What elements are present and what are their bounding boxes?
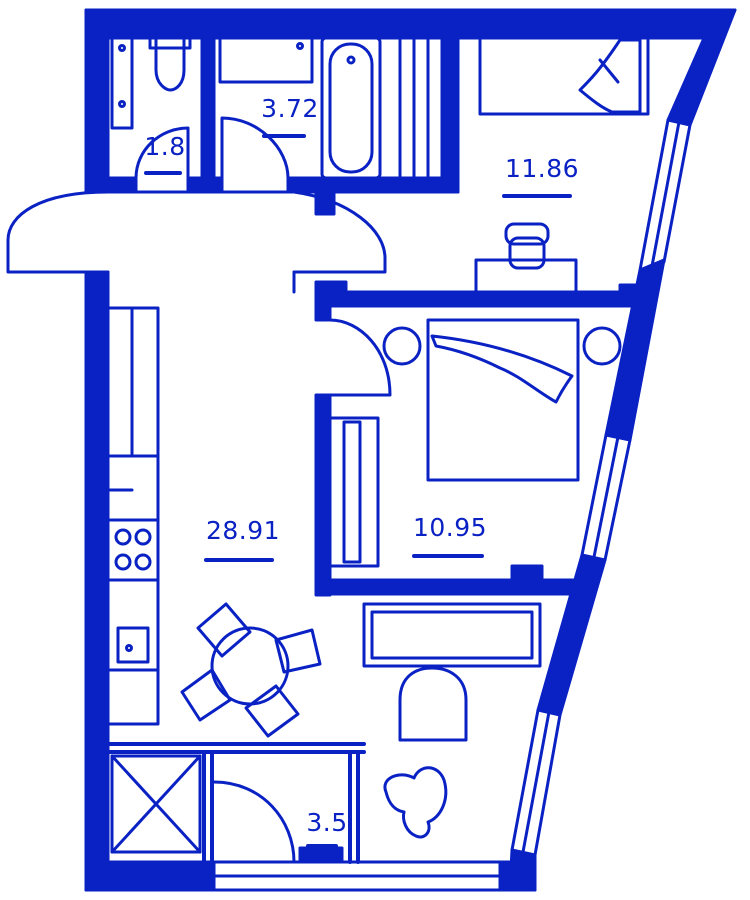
window-study	[638, 118, 692, 272]
area-label-storage: 3.5	[306, 808, 348, 837]
study-bed-blanket	[578, 38, 642, 114]
nightstand-lamp-right	[582, 326, 622, 366]
toilet-bowl	[154, 36, 186, 92]
bath-fixtures	[218, 36, 444, 180]
toilet-cabinet	[110, 36, 134, 130]
area-label-toilet: 1.8	[144, 132, 186, 161]
double-bed	[426, 318, 580, 482]
wardrobe-bath	[398, 36, 444, 180]
sink-cabinet	[218, 36, 314, 84]
window-living	[510, 708, 562, 857]
entry-door-arc	[6, 190, 110, 274]
area-label-bedroom: 10.95	[412, 513, 488, 542]
sink-cabinet-knob	[296, 42, 304, 50]
toilet-fixtures	[110, 36, 192, 130]
left-wall-upper	[84, 8, 110, 194]
study-bed-fold	[598, 58, 620, 84]
hall-door-arc	[292, 190, 387, 274]
coffee-table	[398, 666, 468, 742]
sofa-seat	[370, 610, 534, 660]
storage-divider	[202, 750, 214, 864]
bottom-wall-left	[84, 860, 216, 892]
armchair	[383, 766, 448, 839]
dining-chair	[274, 628, 322, 674]
dining-chair	[180, 668, 232, 722]
storage-bottom-stub	[298, 846, 344, 864]
bath-bottom-wall-right	[286, 176, 460, 194]
shower-tray	[110, 754, 202, 854]
interior-walls	[106, 36, 644, 864]
storage-right-wall	[348, 750, 360, 864]
bedroom-bottom-stub	[510, 564, 544, 596]
bath-bottom-wall-left	[200, 176, 224, 194]
window-bedroom	[580, 433, 632, 562]
study-chair-back	[504, 222, 550, 246]
stove-burner	[134, 528, 152, 546]
bedroom-left-wall-upper	[314, 290, 332, 322]
toilet-cabinet-knob	[118, 100, 126, 108]
left-wall-lower	[84, 270, 110, 892]
bath-door-arc	[220, 116, 290, 180]
windows	[212, 118, 692, 892]
area-label-study: 11.86	[504, 154, 580, 183]
dining-chair	[196, 602, 252, 658]
stove-burner	[114, 528, 132, 546]
study-desk	[474, 258, 578, 302]
bedroom-dresser	[324, 416, 380, 568]
toilet-tank	[148, 36, 192, 50]
kitchen-sink	[116, 626, 150, 664]
area-underlines	[144, 134, 572, 848]
stove-burner	[134, 553, 152, 571]
storage-fixtures	[110, 754, 202, 854]
kitchen-fixtures	[106, 306, 160, 726]
stove-burner	[114, 553, 132, 571]
sofa	[362, 602, 542, 668]
toilet-bath-partition	[200, 36, 216, 190]
living-fixtures	[362, 602, 542, 839]
dining-chair	[244, 684, 300, 738]
nightstand-lamp-left	[382, 326, 422, 366]
window-storage	[212, 860, 502, 892]
dining-set	[180, 602, 322, 738]
study-fixtures	[474, 36, 650, 302]
bedroom-dresser-drawer	[342, 420, 362, 564]
study-chair-seat	[508, 236, 546, 270]
study-wall-stub-right	[618, 283, 644, 308]
right-wall-bottom	[508, 848, 537, 892]
area-label-living: 28.91	[205, 516, 281, 545]
storage-top-wall	[106, 742, 366, 754]
bathtub-drain	[346, 55, 356, 65]
kitchen-sink-drain	[125, 644, 133, 652]
bed-blanket	[430, 334, 574, 404]
bathtub-inner	[328, 42, 374, 174]
shower-diagonal	[110, 754, 202, 854]
top-wall	[84, 8, 737, 40]
storage-door-arc	[212, 780, 296, 864]
bedroom-door-arc	[328, 318, 392, 397]
study-bed	[478, 36, 650, 116]
toilet-bottom-wall-left	[106, 176, 138, 194]
doors	[6, 116, 392, 864]
bath-right-wall	[442, 36, 460, 194]
bedroom-fixtures	[324, 318, 622, 568]
toilet-cabinet-knob	[118, 44, 126, 52]
area-label-bathroom: 3.72	[261, 94, 319, 123]
toilet-door-arc	[134, 126, 190, 180]
bathtub-outer	[320, 36, 382, 180]
exterior-walls	[84, 8, 737, 892]
